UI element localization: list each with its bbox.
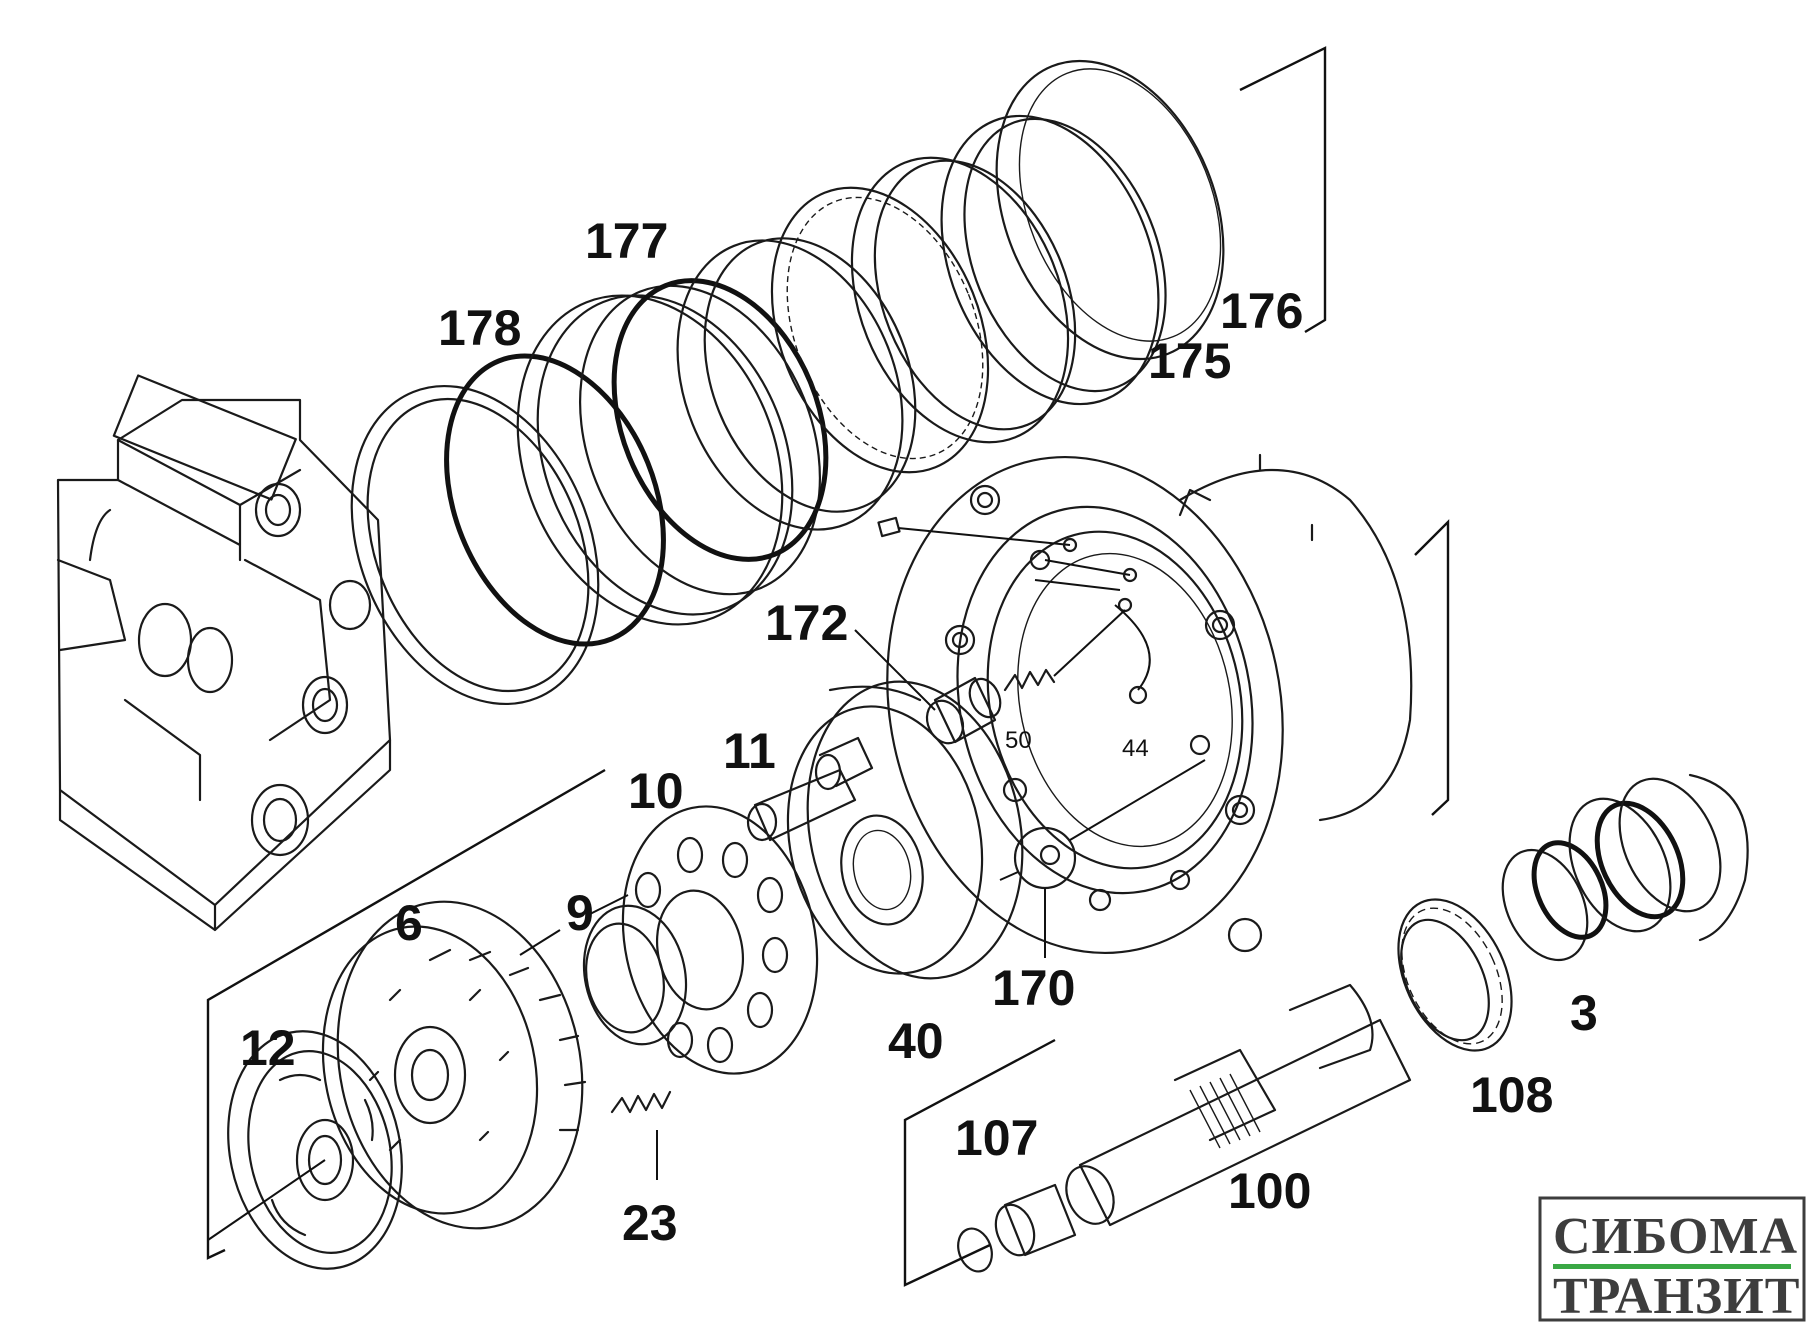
callout-10: 10 [628, 763, 684, 819]
callout-6: 6 [395, 895, 423, 951]
piston-ring-assembly [516, 237, 917, 626]
set-screws [877, 516, 1138, 613]
callout-108: 108 [1470, 1067, 1553, 1123]
bushing-107 [957, 1183, 1077, 1273]
callout-9: 9 [566, 885, 594, 941]
callout-170: 170 [992, 960, 1075, 1016]
bracket-cylinder-group [206, 768, 606, 1260]
logo-accent-bar [1553, 1264, 1791, 1269]
ball-170 [999, 759, 1206, 958]
logo-line-2: ТРАНЗИТ [1553, 1268, 1800, 1325]
callout-12: 12 [240, 1020, 296, 1076]
callout-177: 177 [585, 213, 668, 269]
callout-3: 3 [1570, 985, 1598, 1041]
callout-172: 172 [765, 595, 848, 651]
callout-107: 107 [955, 1110, 1038, 1166]
callout-11: 11 [723, 723, 776, 779]
callout-50: 50 [1005, 727, 1032, 754]
callout-175: 175 [1148, 333, 1231, 389]
retainer-plate-9 [621, 805, 819, 1075]
callout-44: 44 [1122, 735, 1149, 762]
bracket-housing [1414, 519, 1450, 816]
shaft-100 [1065, 983, 1412, 1227]
motor-housing [886, 453, 1413, 954]
valve-block-housing [56, 374, 392, 932]
callout-23: 23 [622, 1195, 678, 1251]
callout-40: 40 [888, 1013, 944, 1069]
callout-176: 176 [1220, 283, 1303, 339]
cylinder-block-6 [321, 900, 587, 1230]
swash-plate-40 [786, 680, 1024, 980]
spring-50 [1003, 609, 1126, 692]
pin-11 [746, 736, 874, 842]
spring-23 [610, 1090, 672, 1180]
bracket-shaft-group [903, 1038, 1056, 1287]
sibomatranzit-logo: СИБОМА ТРАНЗИТ [1538, 1196, 1806, 1325]
bearing-108 [1397, 898, 1513, 1052]
plunger-172 [854, 629, 1002, 745]
friction-plate-stack [770, 59, 1225, 474]
logo-line-1: СИБОМА [1553, 1208, 1798, 1265]
callout-178: 178 [438, 300, 521, 356]
seal-ring-178-pair [350, 353, 666, 706]
valve-plate-12 [227, 1030, 403, 1270]
ball-guide [582, 904, 688, 1046]
bracket-175-176 [1239, 46, 1327, 334]
callout-100: 100 [1228, 1163, 1311, 1219]
seal-set-3 [1501, 773, 1749, 962]
check-ball-44 [1114, 604, 1151, 705]
